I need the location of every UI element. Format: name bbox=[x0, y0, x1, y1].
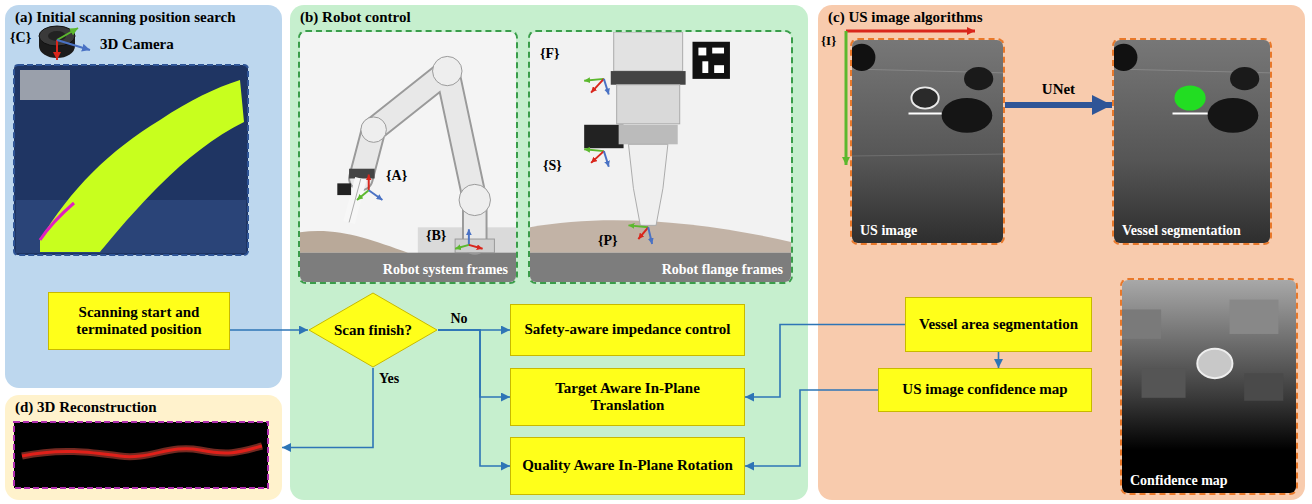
node-text: US image bbox=[860, 223, 917, 239]
callout-label: {C} bbox=[10, 30, 31, 46]
confidence-map-image bbox=[1122, 280, 1296, 493]
decision-diamond: Scan finish? bbox=[308, 292, 438, 368]
callout-label: 3D Camera bbox=[100, 36, 174, 53]
connector-arrow bbox=[1005, 102, 1112, 108]
panel-group: (c) US image algorithms US image Vessel … bbox=[818, 5, 1305, 500]
frame-label: {S} bbox=[543, 158, 562, 174]
process-box: Quality Aware In-Plane Rotation bbox=[510, 437, 745, 495]
callout-label: {A} bbox=[386, 168, 407, 184]
callout-label: {I} bbox=[821, 34, 836, 49]
panel-heading: (c) US image algorithms bbox=[818, 5, 983, 26]
panel-heading: (d) 3D Reconstruction bbox=[5, 395, 157, 416]
edge-label-text: UNet bbox=[1042, 81, 1075, 98]
connector-arrow bbox=[998, 352, 1000, 368]
node-text: Robot system frames bbox=[383, 262, 508, 278]
camera-icon bbox=[39, 26, 90, 60]
process-box: US image confidence map bbox=[878, 368, 1092, 412]
frame-label: 3D Camera bbox=[100, 36, 174, 53]
connector-arrow bbox=[438, 330, 510, 466]
node-text: Scan finish? bbox=[334, 322, 412, 339]
node-text: Vessel segmentation bbox=[1122, 223, 1241, 239]
edge-label: UNet bbox=[1042, 81, 1075, 98]
frame-label: {I} bbox=[821, 34, 836, 49]
ultrasound-image bbox=[852, 40, 1003, 243]
connector-arrow bbox=[438, 330, 510, 397]
connector-arrow bbox=[230, 329, 308, 331]
process-box: Vessel area segmentation bbox=[905, 297, 1092, 352]
node-text: Target Aware In-Plane Translation bbox=[518, 380, 737, 415]
panel-heading: (a) Initial scanning position search bbox=[5, 5, 236, 26]
node-text: Vessel area segmentation bbox=[919, 316, 1078, 333]
diamond-outline bbox=[309, 293, 437, 367]
process-box: Safety-aware impedance control bbox=[510, 304, 745, 356]
segmentation-image bbox=[1114, 40, 1270, 243]
image-frame: Robot flange frames bbox=[528, 30, 793, 284]
panel-b-fill bbox=[290, 5, 808, 500]
reconstruction-image bbox=[14, 422, 268, 488]
connector-arrow bbox=[282, 368, 373, 448]
callout-label: {F} bbox=[540, 46, 560, 62]
frame-label: {A} bbox=[386, 168, 407, 184]
edge-label: Yes bbox=[379, 371, 399, 387]
edge-label-text: Yes bbox=[379, 371, 399, 387]
node-text: Confidence map bbox=[1130, 473, 1228, 489]
node-text: US image confidence map bbox=[902, 381, 1067, 398]
panel-group: (a) Initial scanning position searchScan… bbox=[5, 5, 282, 388]
node-text: Quality Aware In-Plane Rotation bbox=[522, 457, 733, 474]
node-text: Scanning start and terminated position bbox=[56, 304, 222, 339]
image-frame: US image bbox=[850, 38, 1005, 245]
panel-d-fill bbox=[5, 395, 282, 500]
process-box: Scanning start and terminated position bbox=[48, 292, 230, 350]
panel-group: (d) 3D Reconstruction bbox=[5, 395, 282, 500]
image-frame: Confidence map bbox=[1120, 278, 1298, 495]
frame-label: {C} bbox=[10, 30, 31, 46]
node-text: Robot flange frames bbox=[662, 262, 783, 278]
robot-flange-illustration bbox=[530, 32, 791, 282]
panel-heading: (b) Robot control bbox=[290, 5, 411, 26]
callout-label: {P} bbox=[598, 233, 618, 249]
process-box: Target Aware In-Plane Translation bbox=[510, 368, 745, 426]
frame-label: {P} bbox=[598, 233, 618, 249]
node-text: Safety-aware impedance control bbox=[524, 321, 730, 338]
callout-label: {B} bbox=[426, 228, 446, 244]
edge-label: No bbox=[450, 311, 467, 327]
callout-label: {S} bbox=[543, 158, 562, 174]
frame-label: {F} bbox=[540, 46, 560, 62]
frame-label: {B} bbox=[426, 228, 446, 244]
panel-c-fill bbox=[818, 5, 1305, 500]
edge-label-text: No bbox=[450, 311, 467, 327]
robot-system-illustration bbox=[300, 32, 516, 282]
connector-arrow bbox=[745, 390, 878, 466]
image-frame: Robot system frames bbox=[298, 30, 518, 284]
image-frame: Vessel segmentation bbox=[1112, 38, 1272, 245]
patient-point-cloud-photo bbox=[14, 65, 248, 255]
panel-group: (b) Robot control Robot system frames bbox=[290, 5, 808, 500]
